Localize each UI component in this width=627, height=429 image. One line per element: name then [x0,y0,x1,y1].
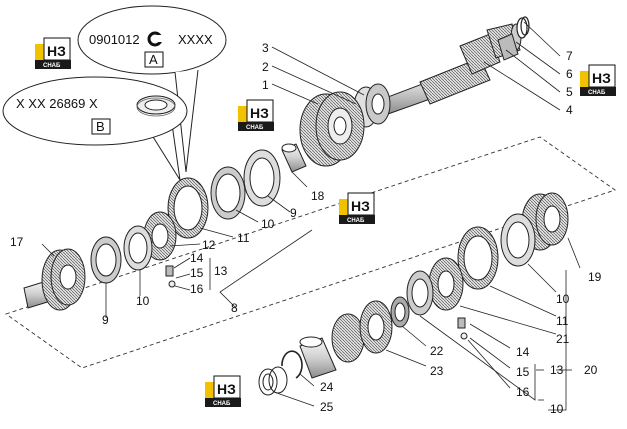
gear-19 [521,192,569,251]
synchro-ring-10-upper [210,166,246,220]
shaft-end-parts [497,16,530,61]
label-4: 4 [566,103,573,117]
logo-sub: СНАБ [588,90,606,96]
gear-23 [331,300,393,363]
label-13-right: 13 [550,363,564,377]
label-23: 23 [430,364,444,378]
label-10-bottom: 10 [550,402,564,416]
shaft-bearing [353,83,391,128]
logo-mark: НЗ [250,105,269,121]
label-11-lower: 11 [556,314,569,328]
bushing-18 [281,143,307,173]
bushing-24 [281,336,337,379]
label-3: 3 [262,41,269,55]
label-2: 2 [262,60,269,74]
detent-set-right [457,317,468,340]
callout-a-letter-box [144,51,164,68]
label-14-left: 14 [190,251,204,265]
label-25: 25 [320,400,334,414]
callout-b-letter: B [96,119,105,134]
callout-a: 0901012 C XXXX A [77,5,227,173]
logo-sub: СНАБ [347,218,365,224]
snap-ring-icon [147,31,164,47]
synchro-ring-9-upper [243,149,281,207]
label-15-left: 15 [190,266,204,280]
main-shaft [379,23,522,115]
logo-mark: НЗ [217,381,236,397]
part-labels: 3 2 1 7 6 5 4 18 9 10 11 12 17 14 15 16 … [10,41,602,416]
washer-25 [258,366,288,396]
label-8: 8 [231,301,238,315]
synchro-ring-10-right [500,213,536,267]
callout-b: X XX 26869 X B [2,76,188,181]
label-17: 17 [10,235,24,249]
callout-b-letter-box [91,118,111,135]
leader-lines [41,21,581,411]
callout-b-code: X XX 26869 X [16,96,98,111]
label-10-upper: 10 [261,217,275,231]
synchro-ring-10-bottom [406,270,434,316]
label-7: 7 [566,49,573,63]
sleeve-11-upper [167,177,209,239]
sleeve-11-lower [457,226,499,290]
label-10-right: 10 [556,292,570,306]
label-14-right: 14 [516,345,530,359]
ring-22 [390,296,410,328]
brand-logo: НЗ СНАБ [205,375,241,407]
label-21: 21 [556,332,570,346]
logo-mark: НЗ [47,43,66,59]
callout-a-letter: A [149,52,158,67]
thrust-washer-icon [136,95,176,117]
gear-17 [23,248,86,311]
label-9-upper: 9 [290,206,297,220]
label-15-right: 15 [516,365,530,379]
synchro-ring-10-left [123,225,153,271]
callout-a-code-suffix: XXXX [178,32,213,47]
label-16-right: 16 [516,385,530,399]
logo-mark: НЗ [351,198,370,214]
gear-1 [299,91,365,167]
label-24: 24 [320,380,334,394]
brand-logo: НЗ СНАБ [580,64,616,96]
brand-logo: НЗ СНАБ [238,99,274,131]
label-11-upper: 11 [237,231,250,245]
hub-21 [428,257,464,311]
callout-a-code-prefix: 0901012 [89,32,140,47]
synchro-ring-9-lower [90,236,122,284]
logo-sub: СНАБ [43,63,61,69]
logo-sub: СНАБ [213,401,231,407]
logo-sub: СНАБ [246,125,264,131]
label-18: 18 [311,189,325,203]
brand-logo: НЗ СНАБ [339,192,375,224]
label-13-left: 13 [214,264,228,278]
label-10-left: 10 [136,294,150,308]
brand-logo: НЗ СНАБ [35,37,71,69]
detent-set-left [165,265,176,288]
label-19: 19 [588,270,602,284]
label-22: 22 [430,344,444,358]
label-12: 12 [202,238,216,252]
label-1: 1 [262,78,269,92]
label-16-left: 16 [190,282,204,296]
assembly-outline-8 [5,136,616,369]
label-5: 5 [566,85,573,99]
label-9-lower: 9 [102,313,109,327]
logo-mark: НЗ [592,70,611,86]
label-20: 20 [584,363,598,377]
label-6: 6 [566,67,573,81]
